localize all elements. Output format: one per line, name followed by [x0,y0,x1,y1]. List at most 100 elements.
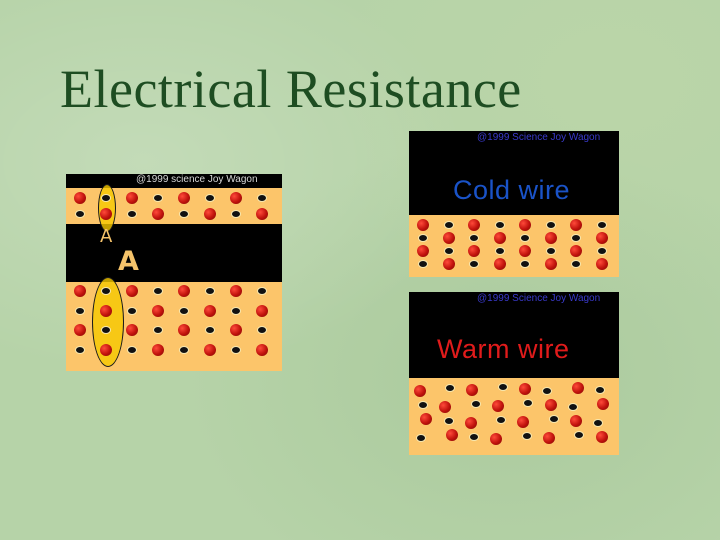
left-figure-copyright: @1999 science Joy Wagon [136,174,258,185]
ion-dot [126,324,138,336]
ion-dot [597,398,610,411]
ion-dot [445,429,458,442]
electron-dot [494,247,505,255]
ion-dot [204,343,216,356]
electron-dot [257,326,267,334]
electron-dot [127,210,137,218]
ion-dot [439,400,452,413]
ion-dot [468,245,480,257]
ion-dot [256,304,268,317]
ion-dot [466,383,479,396]
ion-dot [256,208,268,220]
cold-wire-heading: Cold wire [453,175,571,205]
electron-dot [571,234,581,242]
electron-dot [520,234,530,242]
electron-dot [497,383,508,392]
ion-dot [464,416,477,429]
electron-dot [574,431,585,440]
electron-dot [75,345,85,354]
ion-dot [126,285,138,297]
ion-dot [542,431,555,444]
electron-dot [205,287,215,295]
electron-dot [231,210,241,218]
electron-dot [418,401,428,409]
cold-wire-panel: @1999 Science Joy Wagon Cold wire [409,131,619,277]
electron-dot [231,306,241,315]
ion-dot [491,399,504,412]
warm-wire-copyright: @1999 Science Joy Wagon [477,293,601,304]
ion-dot [570,245,582,257]
electron-dot [443,417,454,425]
cold-wire-copyright: @1999 Science Joy Wagon [477,132,601,143]
ion-dot [204,208,216,220]
electron-dot [445,384,456,393]
left-figure: @1999 science Joy Wagon A A [66,174,282,371]
ion-dot [570,219,582,231]
electron-dot [567,402,578,411]
ion-dot [74,285,86,297]
electron-dot [257,287,267,295]
electron-dot [127,345,137,354]
ion-dot [417,245,429,257]
ion-dot [417,219,429,231]
cold-wire-band [409,215,619,277]
ion-dot [490,432,503,445]
electron-dot [469,260,479,268]
ion-dot [442,258,455,270]
ion-dot [74,192,86,204]
ion-dot [178,192,190,204]
electron-dot [231,345,241,354]
ion-dot [152,304,164,317]
ion-dot [256,343,268,356]
ion-dot [519,383,531,395]
ion-dot [204,304,216,317]
electron-dot [153,326,163,334]
electron-dot [469,433,479,441]
electron-dot [470,400,481,409]
electron-dot [545,247,556,255]
ion-dot [126,192,138,204]
ion-dot [413,384,426,397]
electron-dot [443,221,454,229]
ion-dot [230,192,242,204]
ion-dot [517,415,530,428]
ion-dot [595,431,608,443]
electron-dot [101,194,111,202]
electron-dot [523,399,534,408]
ion-dot [230,285,242,297]
left-label-large-a: A [118,246,139,277]
ion-dot [100,208,112,220]
ion-dot [178,324,190,336]
ion-dot [544,232,557,244]
electron-dot [416,433,427,442]
electron-dot [571,260,581,268]
ion-dot [519,219,531,231]
electron-dot [520,260,530,268]
ion-dot [468,219,480,231]
ion-dot [420,413,433,426]
electron-dot [153,194,163,202]
electron-dot [75,210,85,218]
electron-dot [469,234,479,242]
ion-dot [571,382,584,395]
electron-dot [418,234,428,242]
ion-dot [442,232,455,244]
electron-dot [153,287,163,295]
electron-dot [205,194,215,202]
ion-dot [595,232,608,244]
ion-dot [100,343,112,356]
ion-dot [178,285,190,297]
ion-dot [74,324,86,336]
ion-dot [544,258,557,270]
electron-dot [101,287,111,295]
electron-dot [542,386,553,395]
warm-wire-band [409,378,619,455]
ion-dot [152,208,164,220]
electron-dot [545,221,556,229]
slide-title: Electrical Resistance [60,59,522,119]
ion-dot [493,258,506,270]
electron-dot [418,260,428,268]
ion-dot [595,258,608,270]
electron-dot [101,326,111,334]
ion-dot [493,232,506,244]
